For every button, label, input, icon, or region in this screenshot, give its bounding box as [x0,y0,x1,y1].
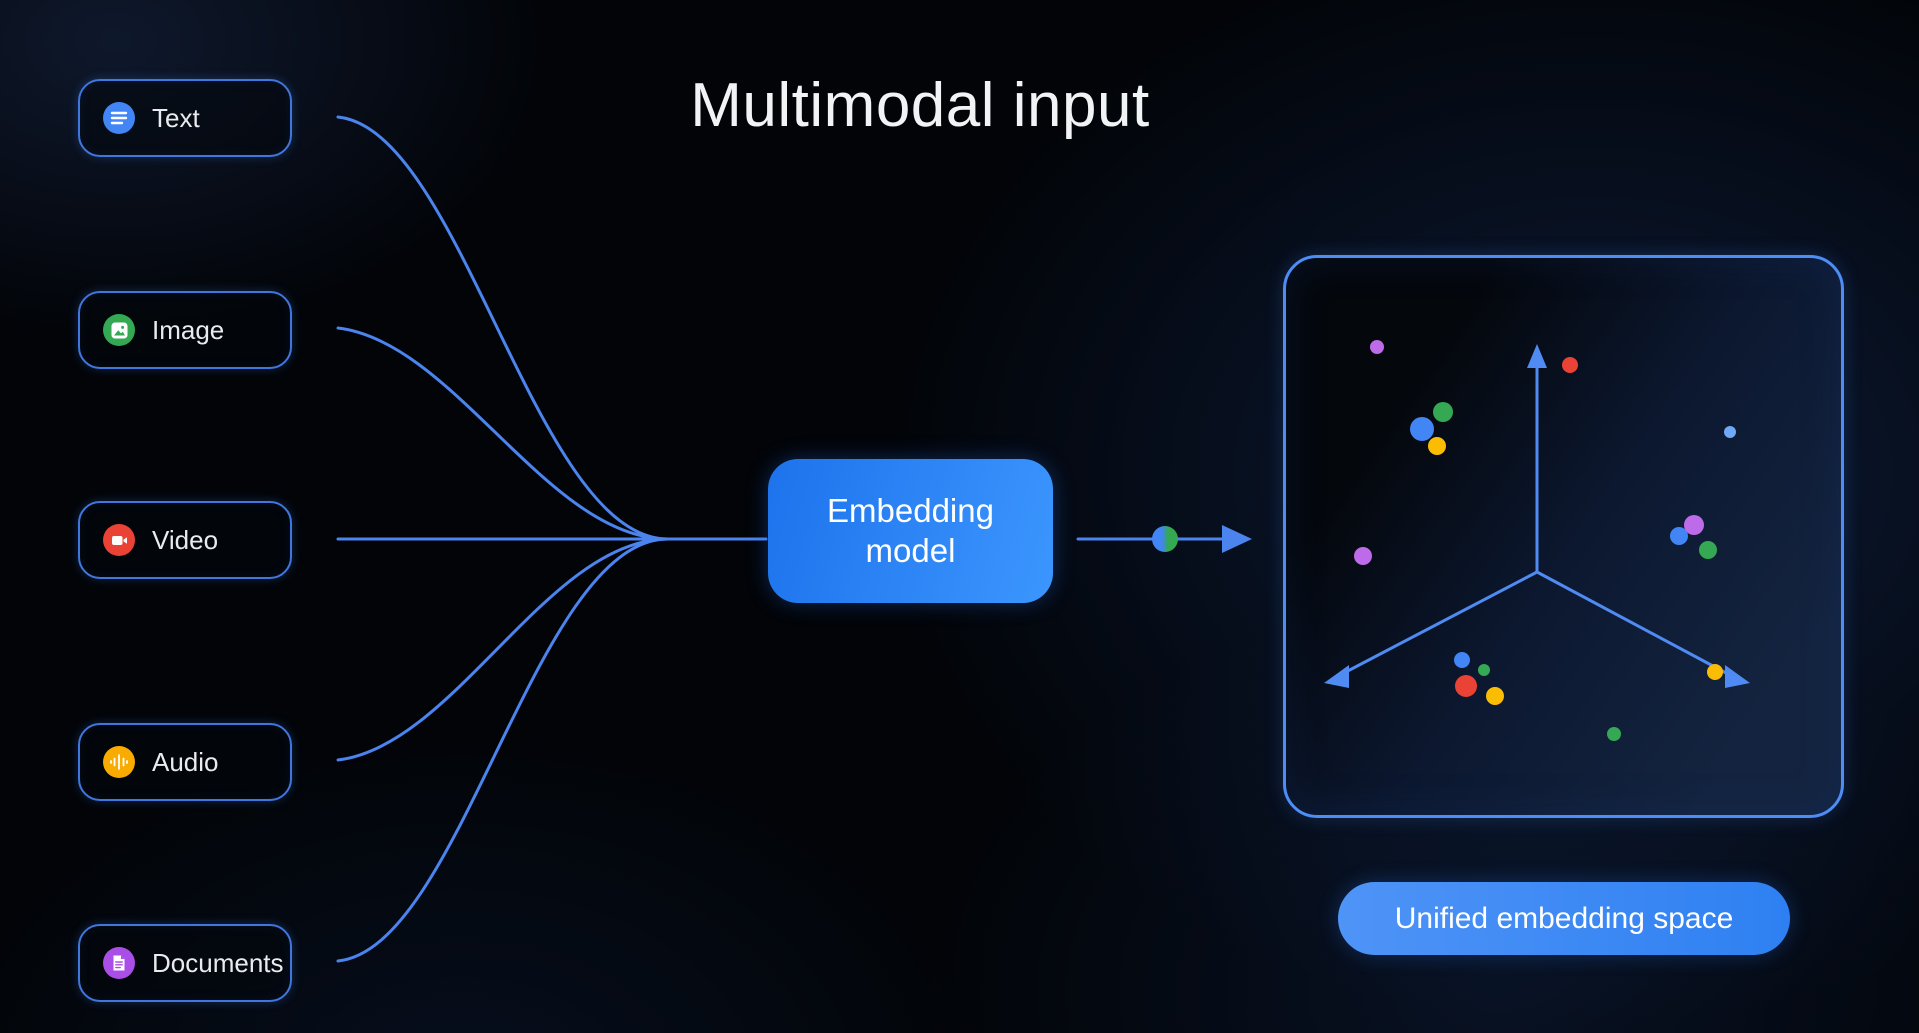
embedding-point-green [1433,402,1453,422]
video-camera-icon [103,524,135,556]
wire-text [336,115,670,541]
embedding-model-label-line2: model [865,532,956,569]
input-box-text: Text [78,79,292,157]
audio-waveform-icon [103,746,135,778]
embedding-model-node: Embedding model [768,459,1053,603]
embedding-point-blue [1454,652,1470,668]
document-icon [103,947,135,979]
page-title: Multimodal input [690,71,1150,140]
input-label-documents: Documents [152,947,284,978]
embedding-point-purple [1370,340,1384,354]
output-arrowhead [1222,525,1252,553]
embedding-point-yellow [1486,687,1504,705]
input-label-text: Text [152,102,200,133]
embedding-point-green [1478,664,1490,676]
input-box-image: Image [78,291,292,369]
embedding-vector-dot [1152,526,1178,552]
unified-embedding-space-label: Unified embedding space [1394,901,1734,935]
text-lines-icon [103,102,135,134]
embedding-point-yellow [1428,437,1446,455]
input-box-video: Video [78,501,292,579]
axis-up-arrowhead [1527,344,1547,368]
embedding-point-green [1607,727,1621,741]
embedding-point-lightblue [1724,426,1736,438]
wire-audio [336,537,670,762]
embedding-point-blue [1410,417,1434,441]
input-label-audio: Audio [152,746,219,777]
embedding-point-red [1455,675,1477,697]
wire-image [336,326,670,541]
input-box-documents: Documents [78,924,292,1002]
axes-3d [1324,344,1750,688]
wire-documents [336,537,670,963]
input-label-video: Video [152,524,219,555]
image-icon [103,314,135,346]
axis-left-arrowhead [1324,665,1349,688]
embedding-space-panel [1283,255,1844,818]
input-label-image: Image [152,314,225,345]
embedding-model-label-line1: Embedding [827,491,994,529]
embedding-point-red [1562,357,1578,373]
axis-right-arrowhead [1725,665,1750,688]
embedding-point-purple [1684,515,1704,535]
embedding-point-green [1699,541,1717,559]
unified-embedding-space-pill: Unified embedding space [1338,882,1790,955]
embedding-point-blue [1670,527,1688,545]
embedding-point-purple [1354,547,1372,565]
input-box-audio: Audio [78,723,292,801]
embedding-point-yellow [1707,664,1723,680]
